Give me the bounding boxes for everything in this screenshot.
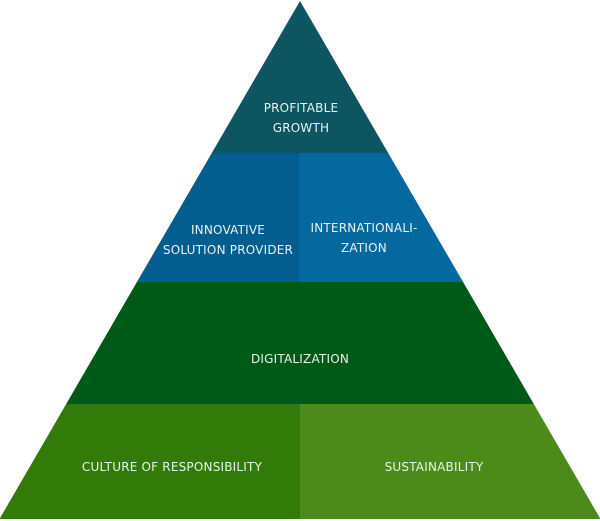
label-digitalization: DIGITALIZATION — [251, 349, 349, 369]
label-internationalization: INTERNATIONALI- ZATION — [310, 218, 417, 258]
label-profitable-growth: PROFITABLE GROWTH — [264, 98, 339, 138]
label-culture-of-responsibility: CULTURE OF RESPONSIBILITY — [82, 457, 262, 477]
label-line: INTERNATIONALI- — [310, 221, 418, 235]
segment-sustainability — [300, 404, 600, 519]
segment-culture-of-responsibility — [0, 404, 300, 519]
label-line: PROFITABLE — [263, 101, 339, 115]
label-line: SUSTAINABILITY — [384, 460, 484, 474]
label-sustainability: SUSTAINABILITY — [385, 457, 484, 477]
label-innovative-solution-provider: INNOVATIVE SOLUTION PROVIDER — [163, 220, 293, 260]
segment-profitable-growth — [211, 1, 389, 153]
label-line: ZATION — [340, 241, 387, 255]
segment-internationalization — [299, 153, 464, 282]
segment-innovative-solution-provider — [136, 153, 299, 282]
label-line: GROWTH — [272, 121, 330, 135]
label-line: INNOVATIVE — [190, 223, 266, 237]
label-line: SOLUTION PROVIDER — [162, 243, 294, 257]
label-line: DIGITALIZATION — [250, 352, 350, 366]
label-line: CULTURE OF RESPONSIBILITY — [81, 460, 263, 474]
segment-digitalization — [66, 282, 534, 404]
